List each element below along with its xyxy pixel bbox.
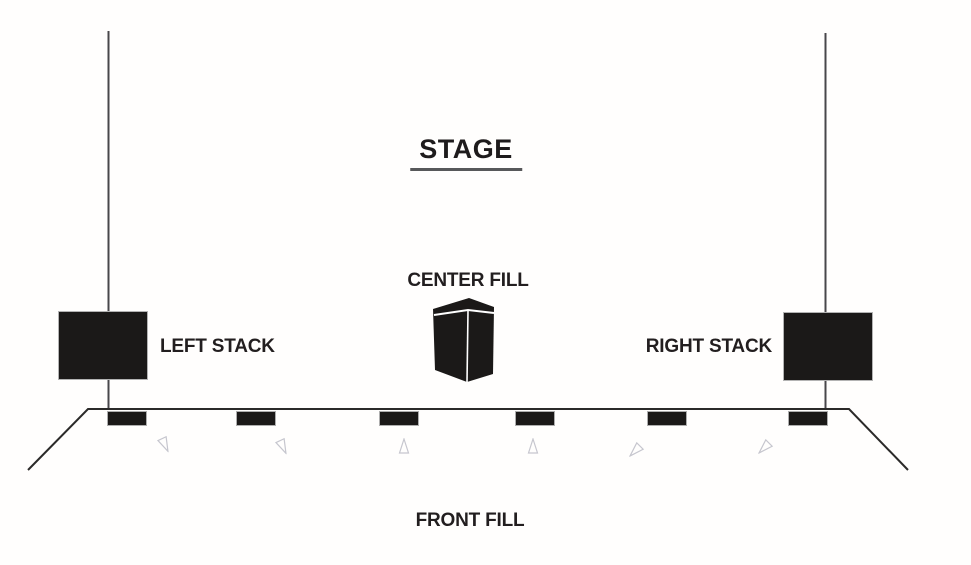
aim-marker-icon — [156, 435, 169, 454]
front-fill-label: FRONT FILL — [415, 510, 525, 531]
left-stack-speaker — [58, 311, 148, 380]
front-fill-speaker — [788, 411, 828, 426]
front-fill-speaker — [515, 411, 555, 426]
front-fill-speaker — [236, 411, 276, 426]
front-fill-speaker — [647, 411, 687, 426]
aim-marker-icon — [527, 438, 539, 454]
right-stack-speaker — [783, 312, 873, 381]
center-fill-speaker-icon — [433, 298, 495, 383]
aim-marker-icon — [757, 438, 774, 455]
left-stack-label: LEFT STACK — [160, 336, 275, 357]
stage-front-edge-line — [27, 408, 909, 471]
front-fill-speaker — [379, 411, 419, 426]
center-fill-label: CENTER FILL — [407, 270, 529, 291]
aim-marker-icon — [628, 441, 645, 458]
aim-marker-icon — [398, 438, 410, 454]
aim-marker-icon — [274, 437, 287, 456]
stage-title: STAGE — [410, 134, 522, 171]
front-fill-speaker — [107, 411, 147, 426]
right-stack-label: RIGHT STACK — [645, 336, 772, 357]
